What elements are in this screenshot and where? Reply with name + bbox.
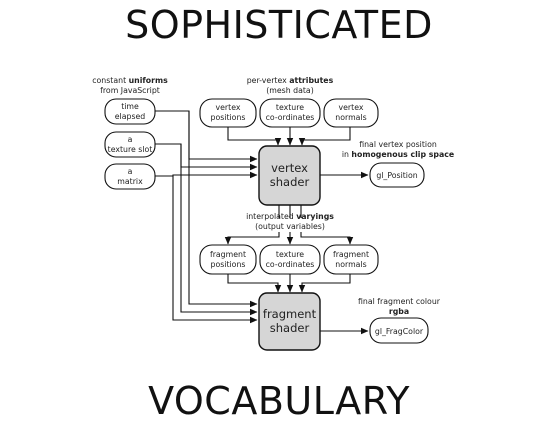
connector-matrix-to-fragment [172,176,258,324]
connector-slot-to-vertex [155,143,258,171]
svg-text:fragment: fragment [210,250,246,259]
uniforms-caption-line2: from JavaScript [100,86,160,95]
svg-text:fragment: fragment [263,307,317,321]
varying-node-fragment-normals: fragment normals [323,244,379,275]
svg-text:shader: shader [270,175,310,189]
connector-vertex-normals [298,127,351,146]
svg-text:fragment: fragment [333,250,369,259]
svg-text:texture slot: texture slot [108,145,153,154]
varying-node-fragment-positions: fragment positions [199,244,257,275]
svg-text:texture: texture [276,103,304,112]
connector-to-fragment-positions [224,232,280,245]
attribute-node-vertex-positions: vertex positions [199,98,257,128]
connector-to-fragment-normals [300,232,354,245]
uniform-node-matrix: a matrix [104,163,156,190]
svg-text:positions: positions [211,260,246,269]
fragment-output-caption-line2: rgba [389,307,409,316]
svg-text:gl_FragColor: gl_FragColor [375,327,424,336]
connector-fragment-positions-to-shader [227,274,282,293]
vertex-shader-node: vertex shader [258,145,321,206]
svg-text:a: a [128,135,133,144]
gl-fragcolor-output-node: gl_FragColor [369,317,429,344]
uniform-node-time-elapsed: time elapsed [104,98,156,125]
svg-text:vertex: vertex [271,161,308,175]
fragment-shader-node: fragment shader [258,292,321,351]
attributes-caption: per-vertex attributes [247,76,334,85]
svg-text:normals: normals [335,113,366,122]
connectors [155,110,369,335]
svg-text:time: time [121,102,139,111]
uniforms-caption: constant uniforms [92,76,168,85]
svg-text:a: a [128,167,133,176]
svg-text:matrix: matrix [117,177,143,186]
varyings-caption: interpolated varyings [246,212,334,221]
svg-text:positions: positions [211,113,246,122]
svg-text:vertex: vertex [339,103,364,112]
attribute-node-vertex-normals: vertex normals [323,98,379,128]
uniform-node-texture-slot: a texture slot [104,131,156,158]
svg-text:vertex: vertex [216,103,241,112]
top-title: SOPHISTICATED [125,3,433,47]
varying-node-texture-coordinates: texture co-ordinates [259,244,321,275]
svg-text:co-ordinates: co-ordinates [266,260,315,269]
bottom-title: VOCABULARY [148,379,410,423]
connector-matrix-to-vertex [155,171,258,179]
vertex-output-caption-line2: in homogenous clip space [342,150,454,159]
vertex-output-caption: final vertex position [359,140,437,149]
connector-fragment-normals-to-shader [298,274,351,293]
svg-text:texture: texture [276,250,304,259]
svg-text:gl_Position: gl_Position [376,171,417,180]
varyings-caption-line2: (output variables) [255,222,325,231]
svg-text:co-ordinates: co-ordinates [266,113,315,122]
svg-text:shader: shader [270,321,310,335]
connector-slot-to-fragment [180,144,258,316]
gl-position-output-node: gl_Position [369,162,425,188]
svg-text:elapsed: elapsed [115,112,146,121]
svg-text:normals: normals [335,260,366,269]
attribute-node-texture-coordinates: texture co-ordinates [259,98,321,128]
attributes-caption-line2: (mesh data) [266,86,314,95]
fragment-output-caption: final fragment colour [358,297,441,306]
connector-vertex-positions [227,127,282,146]
